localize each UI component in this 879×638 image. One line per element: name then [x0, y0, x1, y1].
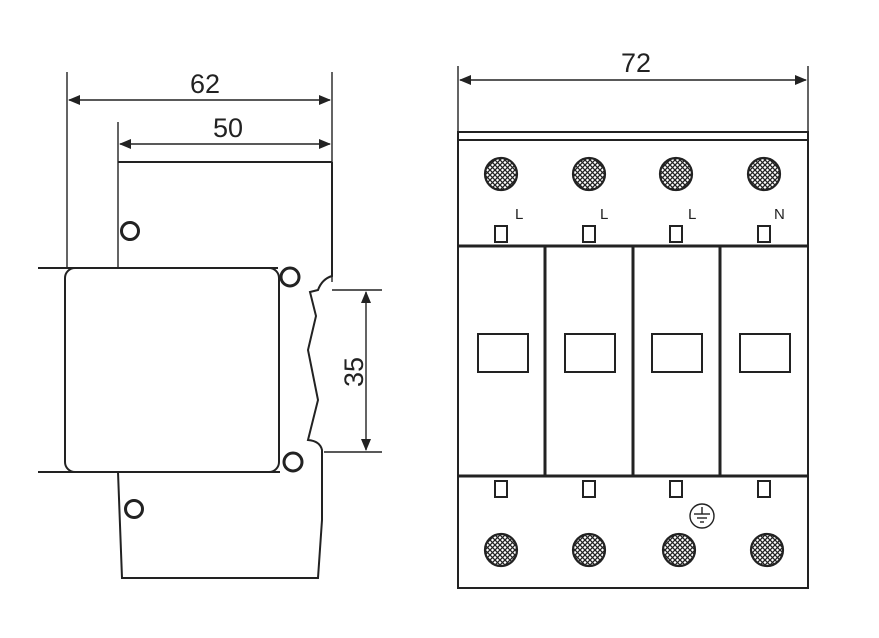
housing-outline [457, 131, 809, 589]
terminal-screw-icon [661, 532, 697, 568]
terminal-tab [669, 225, 683, 243]
mounting-hole-icon [120, 221, 140, 241]
status-window [651, 333, 703, 373]
terminal-tab [582, 480, 596, 498]
terminal-tab [494, 225, 508, 243]
overall-depth-label: 62 [190, 69, 220, 99]
terminal-tab [757, 480, 771, 498]
terminal-tab [669, 480, 683, 498]
earth-ground-icon [689, 503, 715, 529]
terminal-tab [494, 480, 508, 498]
terminal-screw-icon [571, 156, 607, 192]
terminal-tab [582, 225, 596, 243]
side-view: 62 50 35 [38, 69, 382, 579]
mounting-hole-icon [124, 499, 144, 519]
width-label: 72 [621, 48, 651, 78]
terminal-screw-icon [483, 156, 519, 192]
terminal-screw-icon [571, 532, 607, 568]
terminal-label: N [774, 206, 785, 223]
rail-height-label: 35 [339, 357, 369, 387]
mounting-hole-icon [282, 451, 304, 473]
housing-profile [117, 162, 333, 579]
status-window [564, 333, 616, 373]
terminal-screw-icon [746, 156, 782, 192]
terminal-label: L [515, 206, 523, 223]
terminal-tab [757, 225, 771, 243]
terminal-screw-icon [658, 156, 694, 192]
mounting-hole-icon [279, 266, 301, 288]
terminal-label: L [600, 206, 608, 223]
front-view: 72 L L L N [457, 48, 809, 589]
terminal-screw-icon [749, 532, 785, 568]
status-window [477, 333, 529, 373]
terminal-screw-icon [483, 532, 519, 568]
front-module [64, 267, 280, 473]
status-window [739, 333, 791, 373]
body-depth-label: 50 [213, 113, 243, 143]
terminal-label: L [688, 206, 696, 223]
